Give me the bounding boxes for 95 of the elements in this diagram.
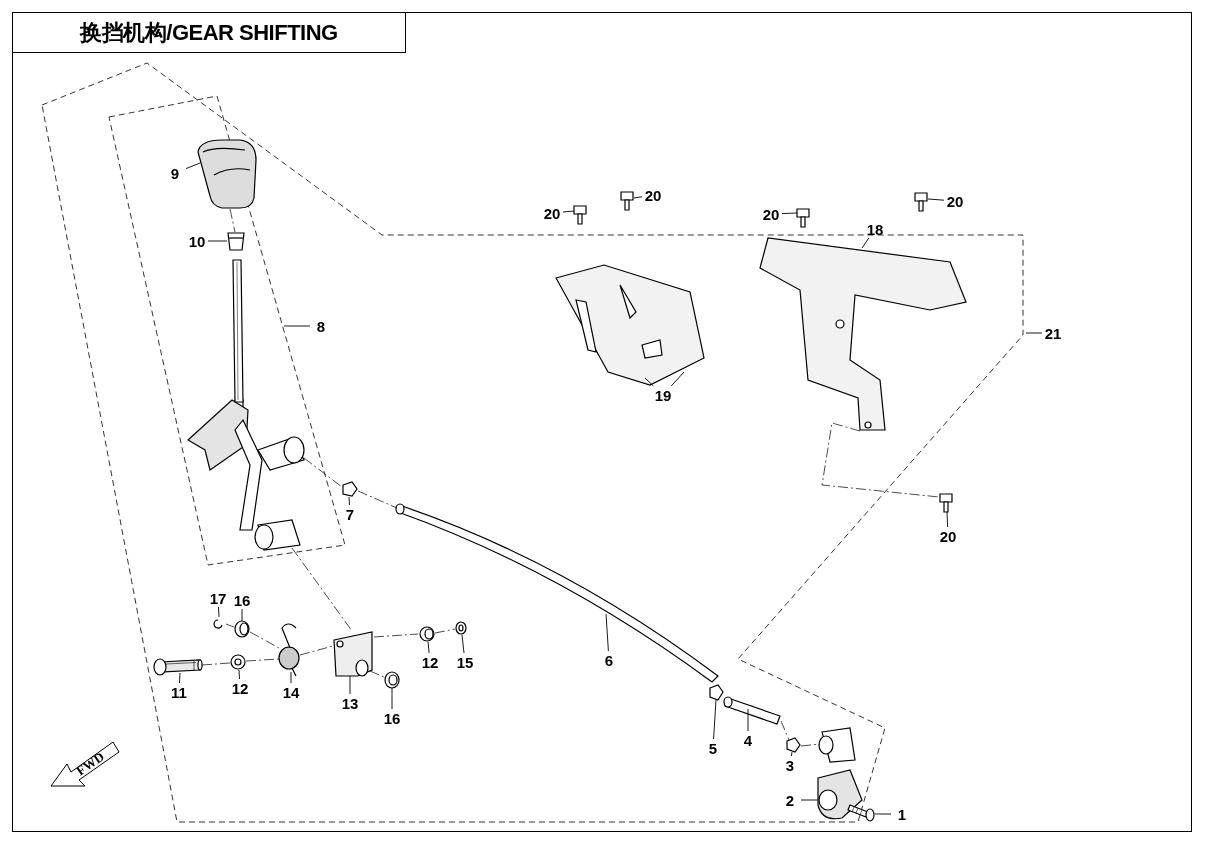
center-line [800,743,821,747]
mounting-bracket-drawing [554,263,706,387]
center-line [303,457,343,488]
center-line [373,633,419,638]
bolt-drawing [939,493,953,513]
leader-line [461,634,465,654]
callout-number: 20 [760,205,782,223]
center-line [249,631,280,649]
callout-number: 9 [164,164,186,182]
nut-drawing [785,738,801,753]
pivot-bracket-drawing [332,630,374,678]
center-line [357,490,398,509]
leader-line [713,699,717,740]
center-line [780,720,790,741]
callout-number: 12 [229,679,251,697]
center-line [821,422,940,498]
leader-line [861,237,870,249]
leader-line [605,613,609,652]
center-line [229,208,236,233]
pivot-pin-drawing [152,657,202,675]
callout-number: 13 [339,694,361,712]
callout-number: 21 [1042,324,1064,342]
leader-line [874,813,892,815]
bolt-drawing [914,192,928,212]
callout-number: 20 [642,186,664,204]
callout-number: 3 [779,756,801,774]
bushing-drawing [229,654,246,670]
rod-end-drawing [722,695,782,726]
shift-lever-drawing [186,398,306,552]
callout-number: 5 [702,739,724,757]
leader-line [427,641,430,654]
bushing-drawing [383,671,401,689]
callout-number: 7 [339,505,361,523]
leader-line [207,240,228,242]
callout-number: 8 [310,317,332,335]
callout-number: 20 [541,204,563,222]
bushing-drawing [233,620,250,638]
center-line [201,662,231,666]
callout-number: 2 [779,791,801,809]
leader-line [241,608,243,622]
leader-line [644,377,654,387]
callout-number: 14 [280,683,302,701]
title: 换挡机构/GEAR SHIFTING [80,18,338,47]
center-line [291,547,353,632]
callout-number: 4 [737,731,759,749]
leader-line [747,708,749,732]
callout-number: 12 [419,653,441,671]
leader-line [179,672,181,684]
leader-line [781,212,798,215]
shifter-housing-drawing [758,236,968,432]
leader-line [562,210,575,213]
leader-line [633,196,643,199]
center-line [225,623,235,628]
leader-line [790,751,793,757]
bolt-drawing [620,191,634,211]
leader-line [349,675,351,695]
leader-line [348,496,350,506]
washer-drawing [455,621,467,635]
leader-line [927,198,945,201]
bolt-drawing [796,208,810,228]
callout-number: 11 [168,683,190,701]
boot-drawing [226,231,246,252]
leader-line [946,511,949,528]
callout-number: 1 [891,805,913,823]
lever-shaft-drawing [231,258,245,404]
callout-number: 17 [207,589,229,607]
leader-line [800,799,819,801]
callout-number: 10 [186,232,208,250]
shift-knob-drawing [197,139,258,210]
callout-number: 15 [454,653,476,671]
bushing-drawing [418,626,435,642]
nut-drawing [341,481,359,498]
callout-number: 20 [944,192,966,210]
callout-number: 18 [864,220,886,238]
callout-number: 19 [652,386,674,404]
leader-line [283,325,311,327]
callout-number: 16 [381,709,403,727]
leader-line [185,162,201,170]
center-line [434,628,456,634]
shift-rod-drawing [395,503,720,685]
leader-line [290,671,292,684]
callout-number: 16 [231,591,253,609]
center-line [299,645,334,656]
center-line [245,658,280,662]
leader-line [218,606,220,618]
leader-line [238,669,240,680]
leader-line [391,687,393,710]
callout-number: 20 [937,527,959,545]
nut-drawing [708,683,725,702]
callout-number: 6 [598,651,620,669]
bolt-drawing [846,803,875,822]
leader-line [670,371,685,387]
leader-line [1025,332,1043,334]
bolt-drawing [573,205,587,225]
center-line [369,670,385,678]
